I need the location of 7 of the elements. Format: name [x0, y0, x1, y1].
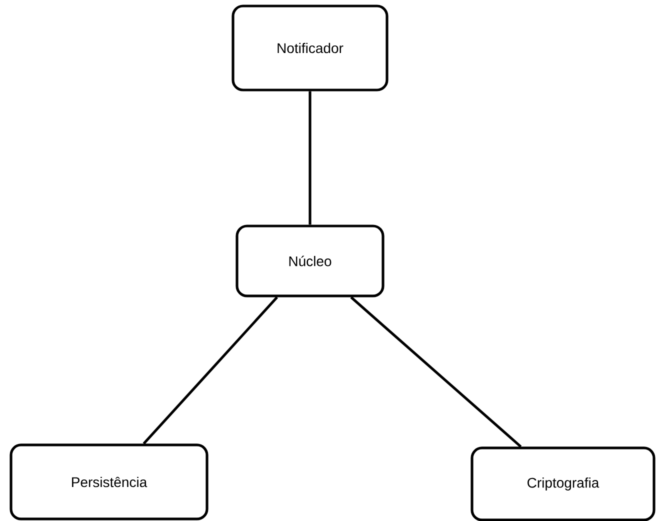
process-box: Criptografia [470, 446, 656, 521]
connector-line [142, 296, 278, 445]
process-box: Persistência [10, 444, 208, 520]
process-box: Núcleo [236, 224, 384, 298]
connector-line [350, 296, 522, 448]
connector-line [308, 91, 312, 225]
process-box: Notificador [232, 4, 388, 92]
